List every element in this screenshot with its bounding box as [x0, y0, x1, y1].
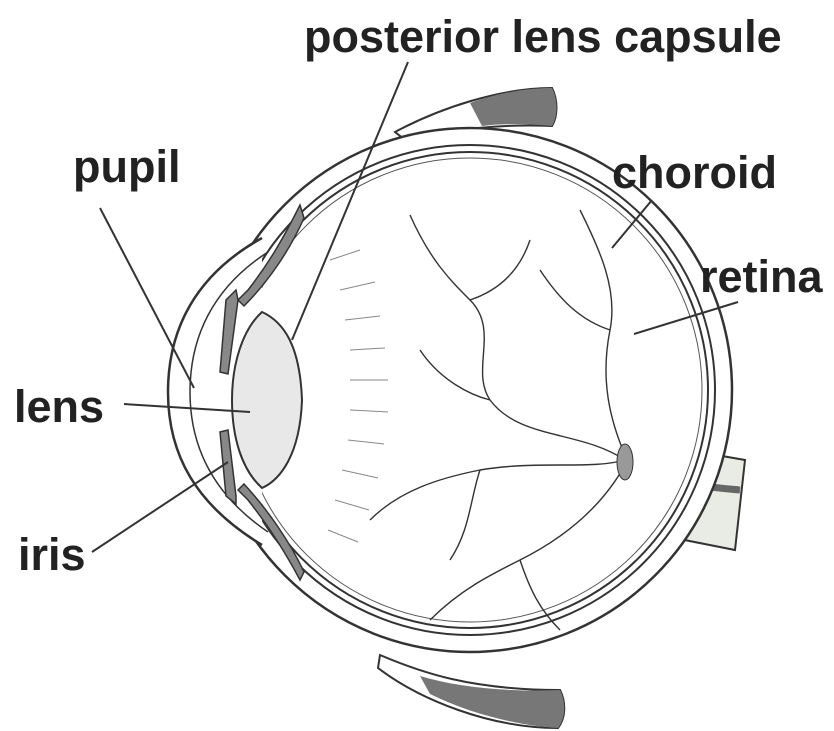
upper-muscle-tendon [470, 88, 557, 126]
label-lens: lens [14, 384, 104, 429]
label-choroid: choroid [612, 150, 777, 195]
label-retina: retina [700, 254, 823, 299]
label-posterior-lens-capsule: posterior lens capsule [304, 14, 782, 59]
label-iris: iris [18, 532, 86, 577]
iris-leader-line [92, 462, 228, 552]
pupil-leader-line [100, 208, 194, 388]
label-pupil: pupil [73, 144, 180, 189]
optic-disc [617, 444, 633, 480]
